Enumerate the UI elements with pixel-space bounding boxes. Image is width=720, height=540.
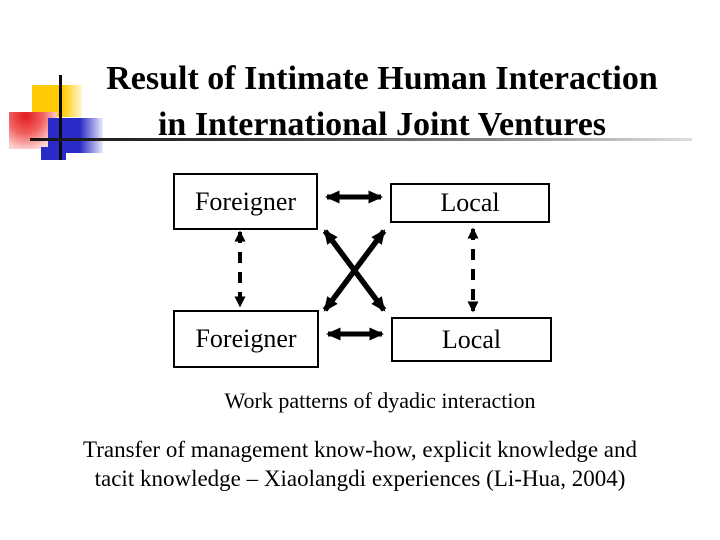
footer-citation-line2: tacit knowledge – Xiaolangdi experiences…	[94, 466, 626, 491]
box-local-top-label: Local	[440, 188, 500, 217]
slide-title: Result of Intimate Human Interaction in …	[72, 56, 692, 148]
box-foreigner-top: Foreigner	[173, 173, 318, 230]
arrow-diagonal-tr-bl	[322, 229, 387, 312]
box-local-bottom-label: Local	[441, 324, 502, 354]
footer-citation-line1: Transfer of management know-how, explici…	[83, 437, 637, 462]
slide-title-line1: Result of Intimate Human Interaction	[106, 60, 658, 97]
box-foreigner-bottom-label: Foreigner	[195, 324, 297, 353]
title-underline-rule	[30, 138, 692, 141]
box-local-top: Local	[390, 183, 550, 223]
decoration-blue-square-tab	[41, 147, 66, 160]
diagram-caption: Work patterns of dyadic interaction	[224, 388, 536, 413]
decoration-yellow-square	[32, 85, 82, 117]
footer-citation: Transfer of management know-how, explici…	[0, 435, 720, 493]
decoration-vertical-line	[59, 75, 62, 160]
box-foreigner-top-label: Foreigner	[194, 186, 297, 216]
arrow-diagonal-tl-br	[322, 229, 387, 312]
slide-title-line2: in International Joint Ventures	[157, 106, 607, 143]
box-local-bottom: Local	[391, 317, 552, 362]
box-foreigner-bottom: Foreigner	[173, 310, 319, 368]
